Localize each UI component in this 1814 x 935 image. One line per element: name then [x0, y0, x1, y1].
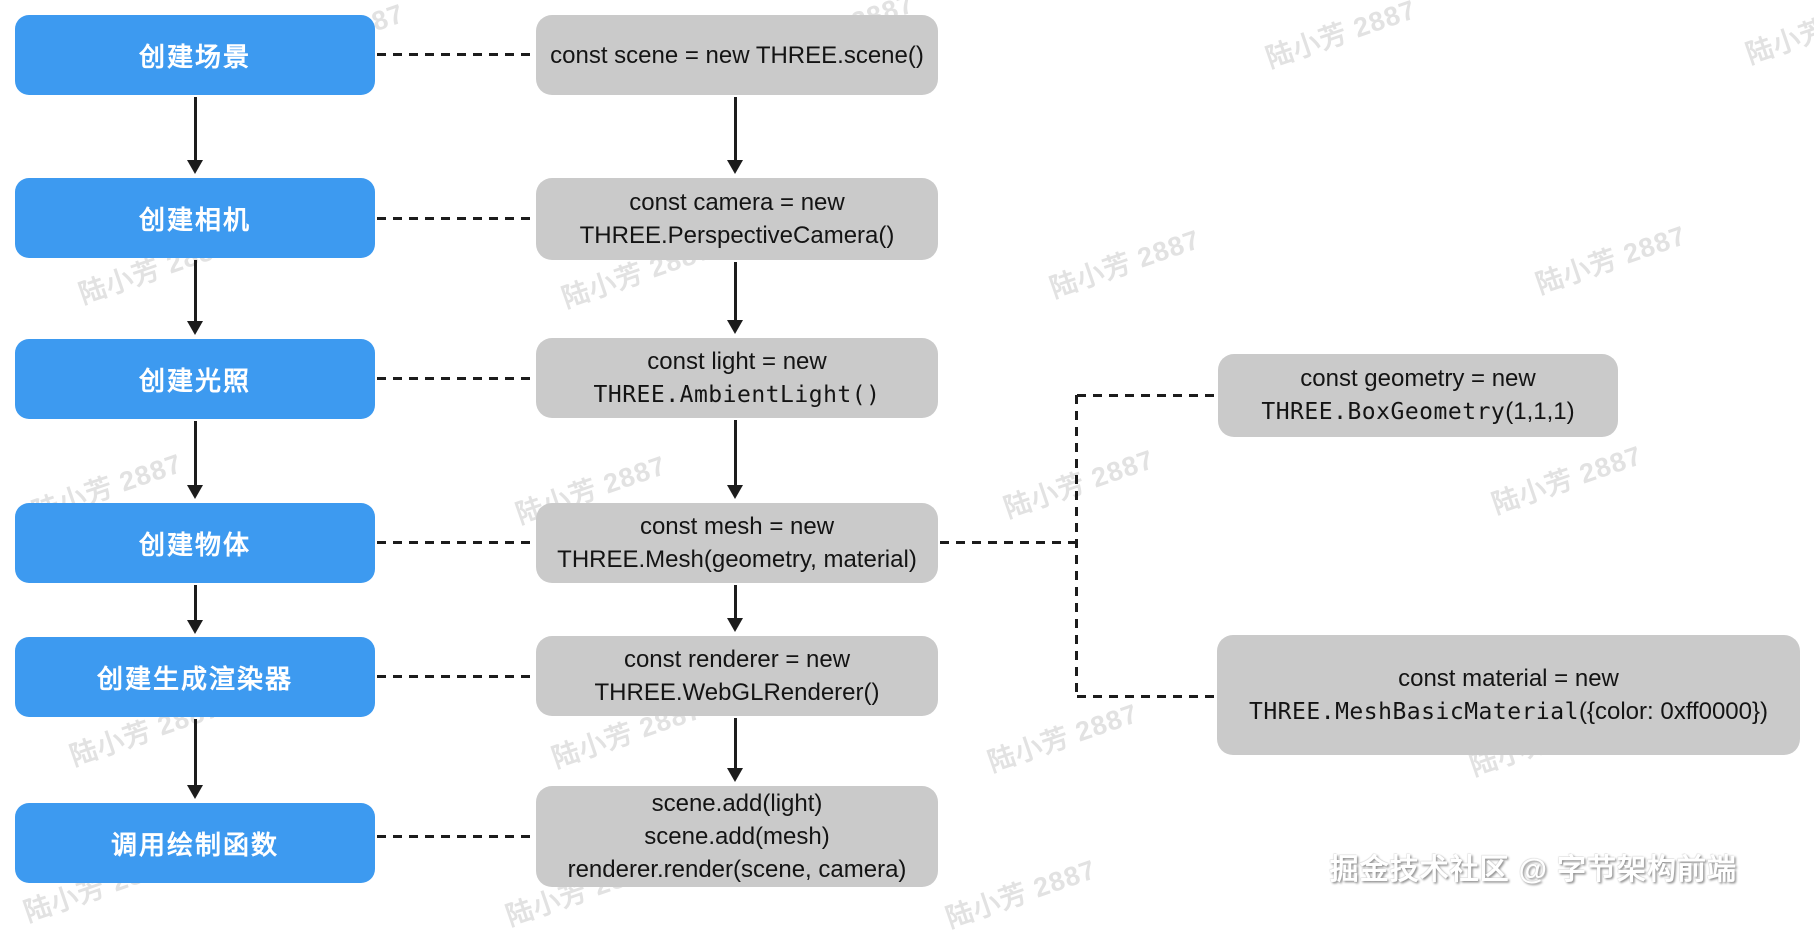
watermark-text: 陆小芳 2887	[1488, 440, 1647, 520]
flow-step-create-object: 创建物体	[15, 503, 375, 583]
arrow-renderer-to-draw	[187, 719, 203, 799]
flow-step-create-renderer: 创建生成渲染器	[15, 637, 375, 717]
flow-step-label: 创建物体	[138, 529, 251, 560]
flow-step-label: 创建光照	[138, 365, 251, 396]
arrow-camera-to-light	[187, 260, 203, 335]
watermark-text: 陆小芳 2887	[984, 698, 1143, 778]
flow-step-label: 创建相机	[138, 204, 251, 235]
watermark-text: 陆小芳 2887	[1262, 0, 1421, 74]
watermark-text: 陆小芳 2887	[1000, 444, 1159, 524]
dashed-connector-junction-to-geometry	[1077, 394, 1218, 397]
code-line: THREE.PerspectiveCamera()	[579, 222, 895, 249]
flow-step-label: 调用绘制函数	[110, 829, 279, 860]
dashed-connector-renderer	[377, 675, 536, 678]
watermark-text: 陆小芳 2887	[942, 854, 1101, 934]
dashed-connector-junction-to-material	[1077, 695, 1217, 698]
code-line: THREE.Mesh(geometry, material)	[557, 546, 917, 573]
code-line: THREE.WebGLRenderer()	[594, 679, 880, 706]
watermark-text: 陆小芳 2887	[1046, 224, 1205, 304]
flow-step-call-draw: 调用绘制函数	[15, 803, 375, 883]
flow-step-label: 创建场景	[138, 41, 251, 72]
arrow-scene-to-camera	[187, 97, 203, 174]
code-node-renderer: const renderer = new THREE.WebGLRenderer…	[536, 636, 938, 716]
code-line: renderer.render(scene, camera)	[567, 856, 907, 883]
flow-step-create-scene: 创建场景	[15, 15, 375, 95]
code-node-mesh: const mesh = new THREE.Mesh(geometry, ma…	[536, 503, 938, 583]
code-node-camera: const camera = new THREE.PerspectiveCame…	[536, 178, 938, 260]
code-line: const geometry = new	[1300, 365, 1536, 392]
arrow-object-to-renderer	[187, 585, 203, 634]
flow-step-label: 创建生成渲染器	[96, 663, 293, 694]
dashed-connector-mesh-to-junction	[940, 541, 1077, 544]
arrow-code-renderer-to-draw	[727, 718, 743, 782]
code-node-material: const material = new THREE.MeshBasicMate…	[1217, 635, 1800, 755]
code-line: const renderer = new	[623, 646, 851, 673]
code-node-geometry: const geometry = new THREE.BoxGeometry(1…	[1218, 354, 1618, 437]
arrow-code-mesh-to-renderer	[727, 585, 743, 632]
watermark-text: 陆小芳 2887	[1742, 0, 1814, 70]
watermark-text: 陆小芳 2887	[1532, 220, 1691, 300]
code-line: const material = new	[1398, 664, 1619, 692]
code-line: THREE.AmbientLight()	[593, 381, 881, 408]
flow-step-create-camera: 创建相机	[15, 178, 375, 258]
code-node-scene: const scene = new THREE.scene()	[536, 15, 938, 95]
dashed-connector-light	[377, 377, 536, 380]
code-node-light: const light = new THREE.AmbientLight()	[536, 338, 938, 418]
dashed-connector-object	[377, 541, 536, 544]
code-line: THREE.MeshBasicMaterial({color: 0xff0000…	[1248, 697, 1768, 725]
dashed-connector-camera	[377, 217, 536, 220]
code-line: const camera = new	[629, 189, 845, 216]
code-line: scene.add(mesh)	[644, 823, 830, 850]
dashed-connector-draw	[377, 835, 536, 838]
arrow-code-scene-to-camera	[727, 97, 743, 174]
code-node-draw: scene.add(light) scene.add(mesh) rendere…	[536, 786, 938, 887]
dashed-connector-scene	[377, 53, 536, 56]
flow-step-create-light: 创建光照	[15, 339, 375, 419]
code-line: scene.add(light)	[651, 790, 823, 817]
code-line: const mesh = new	[639, 513, 835, 540]
arrow-light-to-object	[187, 421, 203, 499]
credit-text: 掘金技术社区 @ 字节架构前端	[1329, 854, 1737, 886]
code-line: const light = new	[647, 347, 827, 375]
arrow-code-camera-to-light	[727, 262, 743, 334]
code-line: THREE.BoxGeometry(1,1,1)	[1261, 398, 1575, 425]
arrow-code-light-to-mesh	[727, 420, 743, 499]
flowchart-canvas: 陆小芳 2887 陆小芳 2887 陆小芳 2887 陆小芳 2887 陆小芳 …	[15, 0, 1814, 934]
dashed-connector-junction-vertical	[1075, 395, 1078, 698]
code-line: const scene = new THREE.scene()	[550, 41, 924, 69]
